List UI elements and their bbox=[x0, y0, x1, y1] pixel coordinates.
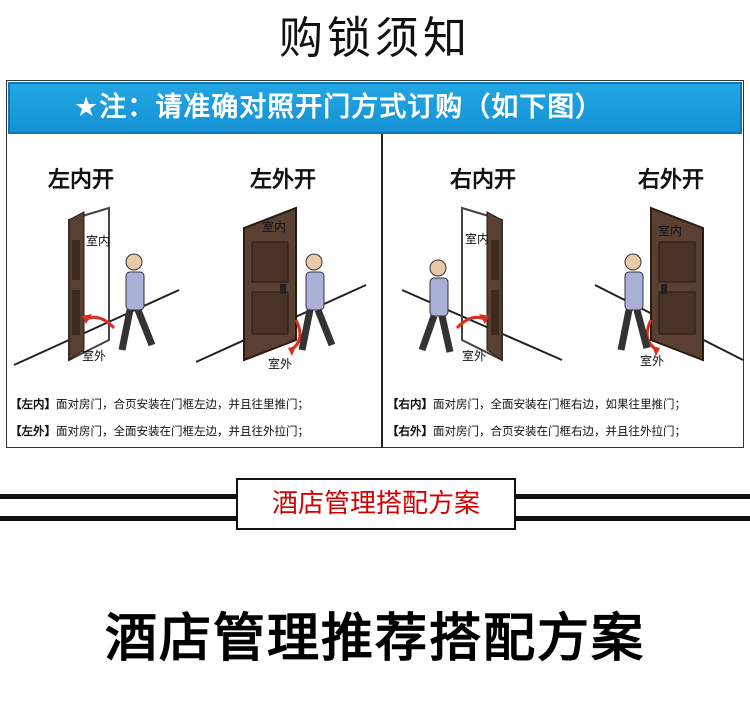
door-label-left-in: 左内开 bbox=[48, 168, 115, 193]
door-illustration-right-out bbox=[594, 206, 744, 362]
note-tag: 【右内】 bbox=[387, 397, 433, 411]
indoor-label-3: 室内 bbox=[465, 232, 490, 246]
plan-badge: 酒店管理搭配方案 bbox=[236, 478, 516, 530]
note-tag: 【左内】 bbox=[10, 397, 56, 411]
outdoor-label-4: 室外 bbox=[640, 354, 665, 368]
note-text: 面对房门，合页安装在门框右边，并且往外拉门； bbox=[433, 424, 686, 438]
outdoor-label-1: 室外 bbox=[82, 349, 107, 363]
note-left-out: 【左外】面对房门，全面安装在门框左边，并且往外拉门； bbox=[10, 423, 309, 439]
door-label-right-in: 右内开 bbox=[450, 168, 517, 193]
note-right-out: 【右外】面对房门，合页安装在门框右边，并且往外拉门； bbox=[387, 423, 686, 439]
notice-panel bbox=[6, 80, 744, 448]
note-text: 面对房门，全面安装在门框右边，如果往里推门； bbox=[433, 397, 686, 411]
note-right-in: 【右内】面对房门，全面安装在门框右边，如果往里推门； bbox=[387, 396, 686, 412]
outdoor-label-2: 室外 bbox=[268, 357, 293, 371]
indoor-label-1: 室内 bbox=[86, 234, 111, 248]
note-left-in: 【左内】面对房门，合页安装在门框左边，并且往里推门； bbox=[10, 396, 309, 412]
note-text: 面对房门，合页安装在门框左边，并且往里推门； bbox=[56, 397, 309, 411]
indoor-label-2: 室内 bbox=[262, 220, 287, 234]
door-illustration-left-in bbox=[13, 206, 180, 366]
outdoor-label-3: 室外 bbox=[462, 349, 487, 363]
section-heading: 酒店管理推荐搭配方案 bbox=[104, 609, 645, 669]
note-text: 面对房门，全面安装在门框左边，并且往外拉门； bbox=[56, 424, 309, 438]
indoor-label-4: 室内 bbox=[658, 224, 683, 238]
note-tag: 【左外】 bbox=[10, 424, 56, 438]
door-label-right-out: 右外开 bbox=[638, 168, 705, 193]
notice-bar: ★注：请准确对照开门方式订购（如下图） bbox=[8, 82, 742, 134]
door-illustration-right-in bbox=[401, 206, 563, 362]
page-title: 购锁须知 bbox=[279, 13, 471, 64]
note-tag: 【右外】 bbox=[387, 424, 433, 438]
door-illustration-left-out bbox=[195, 206, 367, 363]
panel-divider bbox=[381, 134, 383, 448]
door-label-left-out: 左外开 bbox=[250, 168, 317, 193]
